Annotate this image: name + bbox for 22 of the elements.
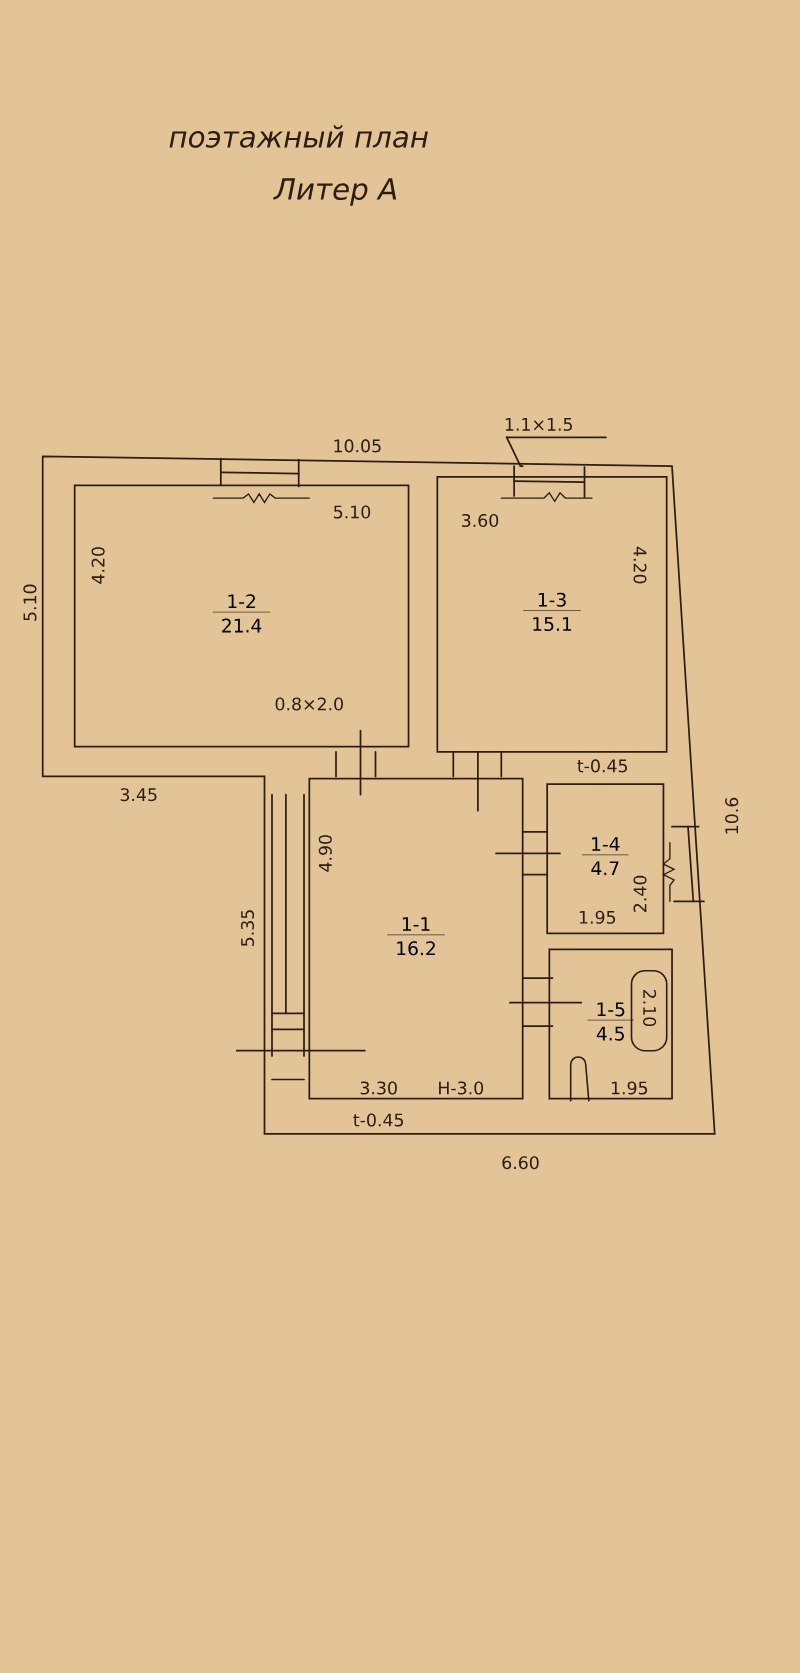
dimension-label: 5.35 xyxy=(240,910,255,946)
dimension-label: 6.60 xyxy=(502,1156,539,1170)
dimension-label: 4.90 xyxy=(318,835,332,872)
dimension-label: 0.8×2.0 xyxy=(275,697,343,711)
dimension-label: 10.05 xyxy=(334,439,381,453)
dimension-label: t-0.45 xyxy=(577,759,627,773)
dimension-label: 3.30 xyxy=(360,1081,397,1095)
dimension-label: 1.1×1.5 xyxy=(505,418,572,431)
dimension-label: 2.10 xyxy=(643,989,657,1027)
dimension-label: 4.20 xyxy=(633,546,647,584)
subtitle: Литер А xyxy=(273,178,397,206)
dimension-label: 10.6 xyxy=(725,797,739,834)
dimension-label: 4.20 xyxy=(91,547,105,584)
dimension-label: 2.40 xyxy=(633,875,647,912)
title: поэтажный план xyxy=(169,125,428,148)
dimension-label: 5.10 xyxy=(334,505,371,519)
dimension-label: 5.10 xyxy=(23,584,37,621)
dimension-label: 3.45 xyxy=(120,788,157,802)
dimension-label: 1.95 xyxy=(611,1081,648,1095)
dimension-label: 3.60 xyxy=(462,513,499,528)
dimension-label: 1.95 xyxy=(579,910,616,924)
dimension-label: Н-3.0 xyxy=(439,1081,484,1095)
